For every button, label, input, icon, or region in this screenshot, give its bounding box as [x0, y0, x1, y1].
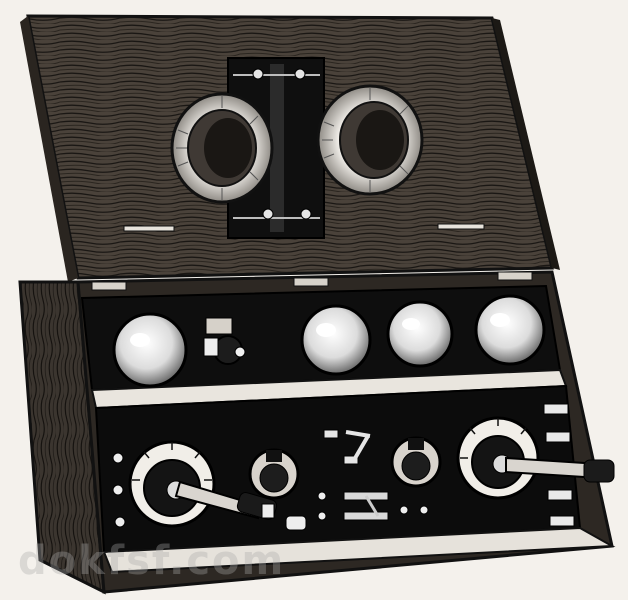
- control-panel: [94, 384, 616, 574]
- right-coil: [316, 84, 424, 196]
- vacuum-tube-2: [300, 304, 372, 376]
- lid-stays: [123, 223, 485, 232]
- switch-cluster: [285, 429, 429, 531]
- left-coil: [170, 92, 274, 204]
- hinges: [91, 271, 533, 291]
- vacuum-tube-3: [386, 300, 454, 368]
- rheostat-control: [203, 317, 246, 365]
- left-extension-handle: [174, 480, 278, 520]
- right-tuning-dial: [456, 416, 540, 500]
- right-terminals: [543, 403, 575, 527]
- vacuum-tube-4: [474, 294, 546, 366]
- left-terminals: [112, 452, 126, 528]
- left-tuning-dial: [128, 440, 216, 528]
- knob-left-center: [248, 448, 300, 500]
- vacuum-tube-1: [112, 312, 188, 388]
- knob-right-center: [390, 436, 442, 488]
- right-extension-handle: [505, 456, 615, 483]
